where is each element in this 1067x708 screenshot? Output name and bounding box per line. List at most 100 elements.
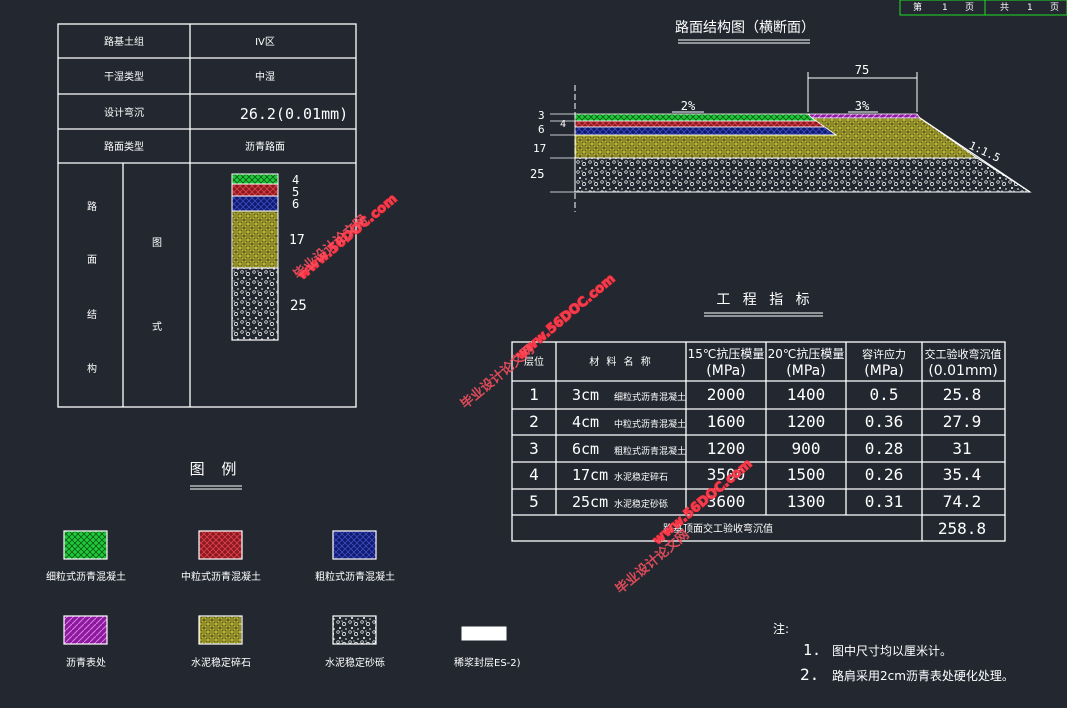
layer-num-4: 17 <box>289 233 305 248</box>
legend-swatch-surface <box>63 615 108 645</box>
eng-cell-layer-1: 1 <box>529 385 539 404</box>
structure-char-4: 构 <box>87 362 97 375</box>
eng-cell-layer-4: 4 <box>529 465 539 484</box>
eng-header-3a: 20℃抗压模量 <box>768 346 845 361</box>
eng-cell-material-4: 水泥稳定碎石 <box>614 471 668 483</box>
legend-swatch-cement-sand <box>332 615 377 645</box>
eng-cell-layer-3: 3 <box>529 439 539 458</box>
eng-cell-mod15-5: 3600 <box>707 492 746 511</box>
row-value-4: 沥青路面 <box>245 140 285 153</box>
eng-cell-stress-1: 0.5 <box>870 385 899 404</box>
eng-cell-deflection-2: 27.9 <box>943 412 982 431</box>
eng-cell-stress-2: 0.36 <box>865 412 904 431</box>
legend-swatch-fine <box>63 530 108 560</box>
eng-cell-material-1: 细粒式沥青混凝土 <box>614 391 686 403</box>
watermark-name-2: 毕业设计论文网 <box>457 342 537 413</box>
row-value-2: 中湿 <box>255 70 275 83</box>
row-label-2: 干湿类型 <box>104 70 144 83</box>
figure-char-1: 图 <box>152 237 162 249</box>
eng-cell-thickness-4: 17cm <box>572 466 608 484</box>
eng-cell-deflection-5: 74.2 <box>943 492 982 511</box>
structure-char-2: 面 <box>87 255 97 266</box>
left-dim-1: 3 <box>538 109 545 122</box>
eng-cell-material-5: 水泥稳定砂砾 <box>614 498 668 510</box>
eng-title: 工 程 指 标 <box>704 292 823 317</box>
eng-cell-mod20-3: 900 <box>792 439 821 458</box>
layer-num-3: 6 <box>292 197 299 211</box>
eng-table <box>511 341 1006 542</box>
cross-section: 路面结构图（横断面） 75 2% 3% 3 6 17 25 4 1:1.5 <box>530 20 1032 212</box>
slope-right: 3% <box>855 99 870 113</box>
eng-cell-layer-2: 2 <box>529 412 539 431</box>
eng-cell-mod20-5: 1300 <box>787 492 826 511</box>
note-text-1: 图中尺寸均以厘米计。 <box>832 643 952 658</box>
page-total-no: 1 <box>1027 3 1033 13</box>
legend-label-2: 中粒式沥青混凝土 <box>181 570 261 583</box>
eng-cell-deflection-1: 25.8 <box>943 385 982 404</box>
eng-header-4b: (MPa) <box>864 363 903 379</box>
inner-dim: 4 <box>560 119 566 130</box>
top-dim: 75 <box>855 63 869 77</box>
row-value-3: 26.2(0.01mm) <box>240 105 348 123</box>
legend-label-5: 水泥稳定碎石 <box>191 656 251 669</box>
eng-cell-thickness-3: 6cm <box>572 440 599 458</box>
eng-cell-mod20-4: 1500 <box>787 465 826 484</box>
eng-cell-material-3: 粗粒式沥青混凝土 <box>614 445 686 457</box>
legend-label-4: 沥青表处 <box>66 656 106 669</box>
row-label-3: 设计弯沉 <box>104 106 144 119</box>
eng-cell-stress-3: 0.28 <box>865 439 904 458</box>
left-dim-2: 6 <box>538 123 545 136</box>
row-value-1: IV区 <box>255 36 275 48</box>
layer-column: 4 5 6 17 25 <box>231 173 307 341</box>
structure-char-3: 结 <box>87 308 97 321</box>
legend-label-1: 细粒式沥青混凝土 <box>46 570 126 583</box>
legend-swatch-coarse <box>332 530 377 560</box>
eng-total-label: 路基顶面交工验收弯沉值 <box>663 522 773 535</box>
left-table-text: 路基土组 IV区 干湿类型 中湿 设计弯沉 26.2(0.01mm) 路面类型 … <box>87 35 348 375</box>
notes: 注: 1. 图中尺寸均以厘米计。 2. 路肩采用2cm沥青表处硬化处理。 <box>773 621 1014 684</box>
eng-cell-material-2: 中粒式沥青混凝土 <box>614 418 686 430</box>
left-dim-3: 17 <box>533 142 546 155</box>
eng-cell-layer-5: 5 <box>529 492 539 511</box>
layer-num-2: 5 <box>292 185 299 199</box>
legend-swatch-medium <box>198 530 243 560</box>
eng-header-2b: (MPa) <box>706 363 745 379</box>
legend: 图 例 细粒式沥青混凝土 中粒式沥青混凝土 粗粒式沥青混凝土 沥青表处 水泥稳定… <box>46 460 521 669</box>
eng-table-title: 工 程 指 标 <box>716 292 813 308</box>
eng-header-5b: (0.01mm) <box>928 363 997 379</box>
note-num-2: 2. <box>800 665 819 684</box>
legend-swatch-cement-stone <box>198 615 243 645</box>
eng-cell-deflection-3: 31 <box>952 439 971 458</box>
eng-cell-mod15-4: 3500 <box>707 465 746 484</box>
eng-cell-deflection-4: 35.4 <box>943 465 982 484</box>
eng-total-value: 258.8 <box>938 519 986 538</box>
layer-num-5: 25 <box>290 298 307 314</box>
page-box: 第 1 页 共 1 页 <box>899 0 1067 16</box>
eng-cell-mod20-2: 1200 <box>787 412 826 431</box>
eng-header-0: 层位 <box>524 355 544 368</box>
page-total: 共 <box>1000 2 1009 13</box>
eng-cell-mod15-1: 2000 <box>707 385 746 404</box>
page-unit: 页 <box>965 2 974 13</box>
cross-section-title: 路面结构图（横断面） <box>675 20 815 36</box>
eng-cell-stress-4: 0.26 <box>865 465 904 484</box>
eng-table-text: 层位 材 料 名 称 15℃抗压模量 (MPa) 20℃抗压模量 (MPa) 容… <box>524 346 1002 379</box>
left-info-table <box>57 23 357 408</box>
legend-swatch-slurry <box>461 626 507 641</box>
eng-header-5a: 交工验收弯沉值 <box>925 347 1002 361</box>
row-label-4: 路面类型 <box>104 140 144 153</box>
figure-char-2: 式 <box>152 320 162 333</box>
layer-num-1: 4 <box>292 173 299 187</box>
row-label-1: 路基土组 <box>104 35 144 48</box>
note-num-1: 1. <box>803 641 821 659</box>
page-total-unit: 页 <box>1050 2 1059 13</box>
structure-char-1: 路 <box>87 200 97 213</box>
eng-header-2a: 15℃抗压模量 <box>688 346 765 361</box>
note-text-2: 路肩采用2cm沥青表处硬化处理。 <box>832 668 1014 683</box>
legend-title: 图 例 <box>190 460 243 478</box>
eng-cell-mod15-3: 1200 <box>707 439 746 458</box>
legend-label-6: 水泥稳定砂砾 <box>325 656 385 669</box>
eng-cell-thickness-1: 3cm <box>572 386 599 404</box>
legend-label-7: 稀浆封层ES-2) <box>454 656 521 669</box>
